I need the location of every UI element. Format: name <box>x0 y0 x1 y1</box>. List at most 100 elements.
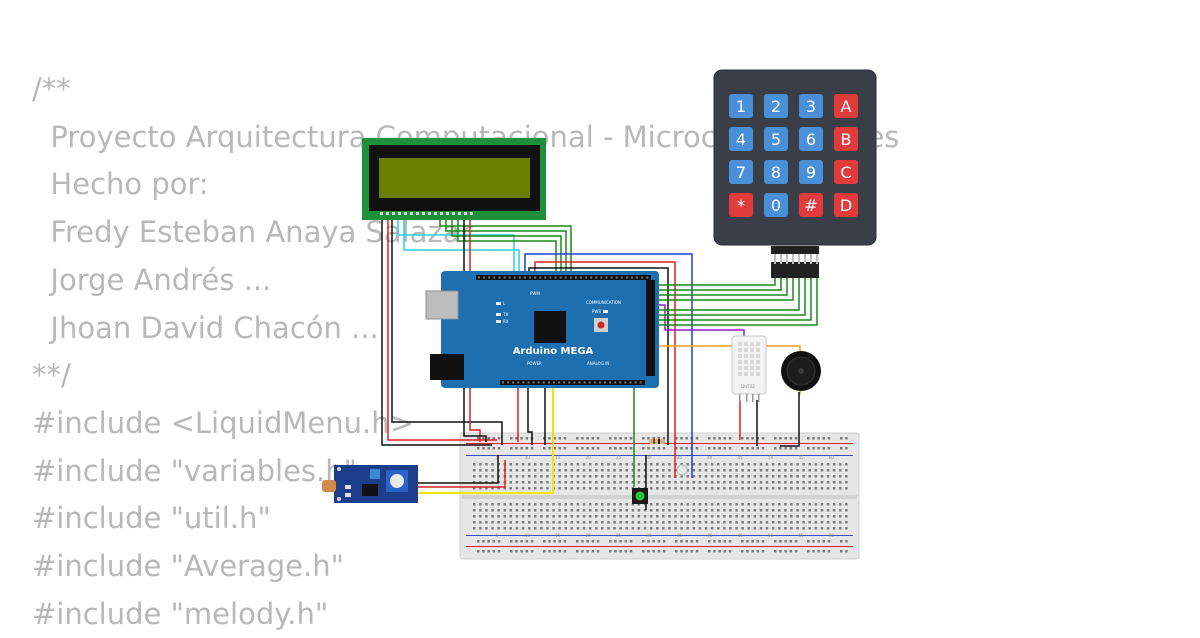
key-label: 2 <box>771 97 781 116</box>
key-8[interactable]: 8 <box>764 160 788 184</box>
key-4[interactable]: 4 <box>729 127 753 151</box>
code-line: Jorge Andrés ... <box>32 262 272 297</box>
wire-cyan <box>403 214 520 276</box>
key-5[interactable]: 5 <box>764 127 788 151</box>
column-number: 40 <box>707 533 713 538</box>
lcd-display[interactable] <box>362 138 546 220</box>
wire-black <box>780 392 800 447</box>
key-2[interactable]: 2 <box>764 94 788 118</box>
wire-green <box>457 214 557 276</box>
wire-blue <box>524 253 693 478</box>
key-label: 7 <box>736 163 746 182</box>
breadboard-holes <box>473 437 848 553</box>
wire-green <box>650 278 806 316</box>
key-7[interactable]: 7 <box>729 160 753 184</box>
photoresistor <box>322 480 336 492</box>
code-line: #include <LiquidMenu.h> <box>32 405 414 440</box>
column-number: 15 <box>555 533 561 538</box>
ldr-sensor-module[interactable] <box>322 465 418 503</box>
wire-black <box>418 455 499 484</box>
breadboard[interactable]: 5510101515202025253030353540404545505055… <box>459 432 860 560</box>
column-number: 5 <box>496 455 499 460</box>
arduino-mega-board[interactable]: Arduino MEGA PWM COMMUNICATION POWER ANA… <box>425 271 659 388</box>
key-*[interactable]: * <box>729 193 753 217</box>
dht-label: DHT22 <box>741 384 755 389</box>
code-line: /** <box>32 72 71 106</box>
mcu-chip <box>534 311 566 343</box>
column-number: 30 <box>646 455 652 460</box>
key-label: A <box>841 97 852 116</box>
column-number: 60 <box>829 455 835 460</box>
column-number: 50 <box>768 533 774 538</box>
wire-green <box>650 278 812 321</box>
key-1[interactable]: 1 <box>729 94 753 118</box>
led <box>676 464 688 476</box>
key-label: D <box>840 196 852 215</box>
key-label: 0 <box>771 196 781 215</box>
buzzer[interactable] <box>781 351 821 391</box>
wire-green <box>439 214 572 276</box>
key-label: 9 <box>806 163 816 182</box>
keypad-header <box>771 262 819 278</box>
push-button[interactable] <box>632 488 648 504</box>
wire-cyan <box>397 214 515 276</box>
board-name: Arduino MEGA <box>513 346 594 357</box>
keypad-connector <box>771 246 819 254</box>
column-number: 35 <box>677 455 683 460</box>
key-label: C <box>840 163 851 182</box>
wire-red <box>387 214 497 441</box>
column-number: 20 <box>586 533 592 538</box>
key-#[interactable]: # <box>799 193 823 217</box>
code-line: #include "Average.h" <box>32 549 344 584</box>
key-label: 5 <box>771 130 781 149</box>
key-0[interactable]: 0 <box>764 193 788 217</box>
dht22-sensor[interactable]: DHT22 <box>731 335 767 402</box>
tx-label: TX <box>502 312 508 317</box>
key-9[interactable]: 9 <box>799 160 823 184</box>
wire-red <box>418 460 506 488</box>
code-line: **/ <box>32 358 71 393</box>
column-number: 10 <box>525 533 531 538</box>
column-number: 45 <box>738 455 744 460</box>
column-number: 55 <box>798 455 804 460</box>
column-number: 45 <box>738 533 744 538</box>
key-label: * <box>737 196 745 215</box>
code-line: #include "melody.h" <box>32 596 329 631</box>
column-number: 10 <box>525 455 531 460</box>
column-number: 35 <box>677 533 683 538</box>
column-number: 25 <box>616 533 622 538</box>
key-3[interactable]: 3 <box>799 94 823 118</box>
column-number: 5 <box>496 533 499 538</box>
wire-black <box>391 214 503 445</box>
wire-green <box>650 278 788 296</box>
column-number: 55 <box>798 533 804 538</box>
key-label: 3 <box>806 97 816 116</box>
key-label: 8 <box>771 163 781 182</box>
column-number: 50 <box>768 455 774 460</box>
wire-green <box>650 278 782 291</box>
key-A[interactable]: A <box>834 94 858 118</box>
key-C[interactable]: C <box>834 160 858 184</box>
column-number: 20 <box>586 455 592 460</box>
key-D[interactable]: D <box>834 193 858 217</box>
column-number: 25 <box>616 455 622 460</box>
lcd-pins <box>380 212 473 215</box>
key-6[interactable]: 6 <box>799 127 823 151</box>
pwr-label: PWR <box>592 309 601 314</box>
usb-port <box>425 290 459 320</box>
wire-green <box>650 278 794 301</box>
key-label: 1 <box>736 97 746 116</box>
code-line: Jhoan David Chacón ... <box>32 310 379 345</box>
code-line: #include "util.h" <box>32 501 271 536</box>
wire-black <box>527 385 533 445</box>
resistor <box>649 439 665 444</box>
power-label: POWER <box>527 361 542 366</box>
wire-green <box>650 278 800 311</box>
pwm-label: PWM <box>530 291 540 296</box>
key-label: B <box>841 130 852 149</box>
code-line: Fredy Esteban Anaya Salazar <box>32 215 473 250</box>
wire-yellow <box>418 385 554 494</box>
key-B[interactable]: B <box>834 127 858 151</box>
